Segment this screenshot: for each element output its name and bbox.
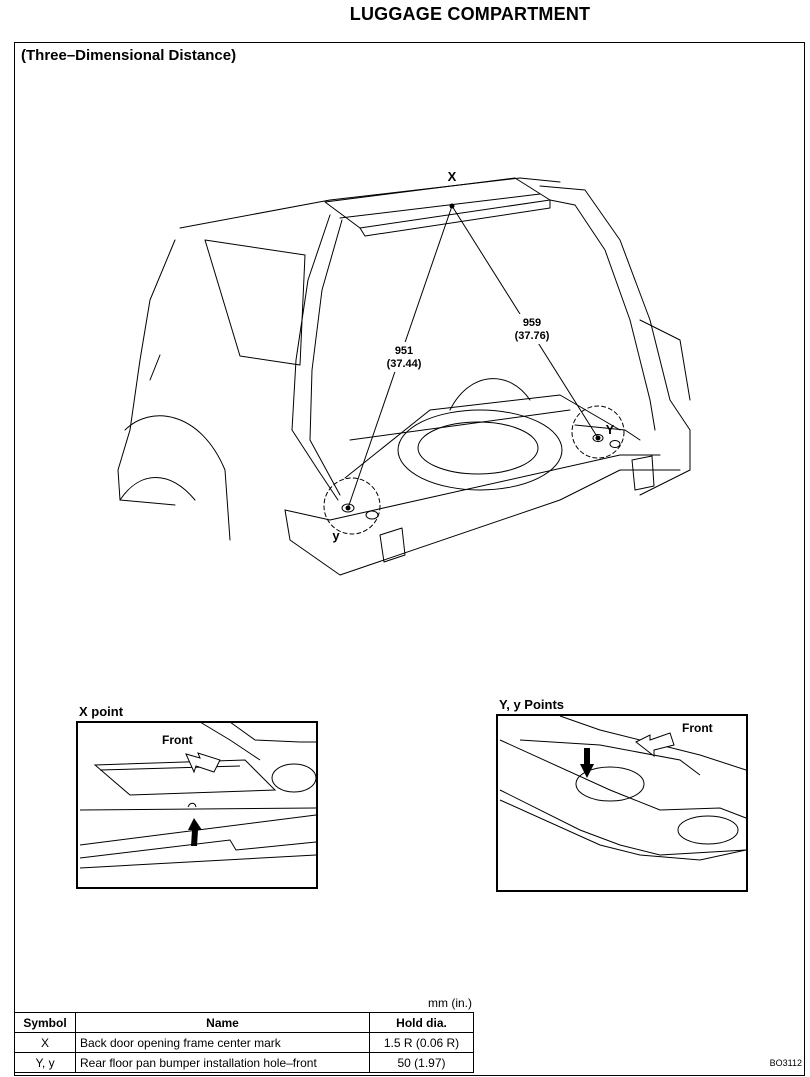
legend-header-row: Symbol Name Hold dia.	[14, 1012, 474, 1033]
row-2-name: Rear floor pan bumper installation hole–…	[75, 1052, 370, 1073]
legend-row: Y, y Rear floor pan bumper installation …	[14, 1052, 474, 1073]
point-y-label: y	[332, 528, 340, 543]
row-2-symbol: Y, y	[14, 1052, 76, 1073]
page-title: LUGGAGE COMPARTMENT	[349, 4, 591, 24]
row-1-hold-dia: 1.5 R (0.06 R)	[369, 1032, 474, 1053]
header-symbol: Symbol	[14, 1012, 76, 1033]
x-point-label: X point	[79, 704, 124, 719]
units-label: mm (in.)	[428, 996, 472, 1010]
y-inset-front-label: Front	[682, 721, 713, 735]
legend-row: X Back door opening frame center mark 1.…	[14, 1032, 474, 1053]
point-Y-label: Y	[606, 422, 615, 437]
header-hold-dia: Hold dia.	[369, 1012, 474, 1033]
header-name: Name	[75, 1012, 370, 1033]
row-1-symbol: X	[14, 1032, 76, 1053]
dimension-1-mm: 951	[395, 345, 413, 357]
row-1-name: Back door opening frame center mark	[75, 1032, 370, 1053]
x-inset-front-label: Front	[162, 733, 193, 747]
dimension-2-in: (37.76)	[515, 330, 550, 342]
section-subtitle: (Three–Dimensional Distance)	[21, 47, 237, 64]
roof-header	[324, 177, 551, 229]
vehicle-outline	[179, 177, 561, 229]
dimension-1-in: (37.44)	[387, 358, 422, 370]
legend-table: Symbol Name Hold dia. X Back door openin…	[14, 1012, 474, 1073]
x-point-inset: Front	[76, 721, 318, 889]
spare-tire-well	[397, 409, 563, 491]
dimension-2-mm: 959	[523, 317, 541, 329]
row-2-hold-dia: 50 (1.97)	[369, 1052, 474, 1073]
point-x-label: X	[448, 169, 457, 184]
figure-code: BO3112	[769, 1058, 802, 1068]
content-frame	[14, 42, 805, 1076]
y-points-inset: Front	[496, 714, 748, 892]
y-points-label: Y, y Points	[499, 697, 565, 712]
rear-bumper	[284, 469, 681, 576]
